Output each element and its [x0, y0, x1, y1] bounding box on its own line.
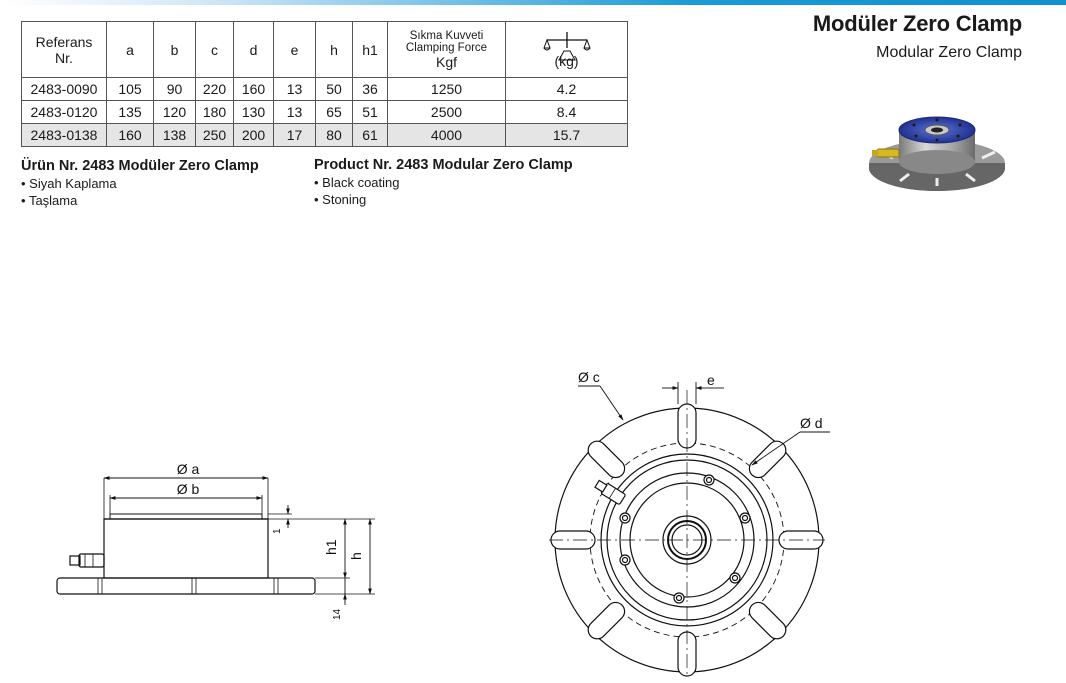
header-clamping-force: Sıkma Kuvveti Clamping Force Kgf: [387, 21, 506, 78]
cell-ref: 2483-0090: [21, 77, 107, 101]
dim-label-1: 1: [272, 528, 283, 534]
cell-weight: 4.2: [505, 77, 628, 101]
cell-d: 200: [233, 123, 274, 147]
cell-c: 250: [195, 123, 234, 147]
cell-ref: 2483-0120: [21, 100, 107, 124]
product-image: [869, 116, 1005, 191]
cell-force: 4000: [387, 123, 506, 147]
cell-h1: 51: [352, 100, 388, 124]
description-tr: Ürün Nr. 2483 Modüler Zero Clamp Siyah K…: [21, 158, 259, 209]
dim-label-14: 14: [332, 608, 343, 620]
dim-label-c: Ø c: [578, 369, 600, 385]
cell-e: 13: [273, 100, 316, 124]
header-weight: (kg): [505, 21, 628, 78]
description-tr-heading: Ürün Nr. 2483 Modüler Zero Clamp: [21, 158, 259, 174]
cell-a: 105: [106, 77, 154, 101]
description-en-list: Black coating Stoning: [314, 174, 573, 208]
cell-d: 160: [233, 77, 274, 101]
description-en: Product Nr. 2483 Modular Zero Clamp Blac…: [314, 157, 573, 208]
list-item: Black coating: [314, 174, 573, 191]
dim-label-e: e: [707, 372, 715, 388]
header-d: d: [233, 21, 274, 78]
dim-label-b: Ø b: [177, 481, 200, 497]
header-force-en: Clamping Force: [405, 41, 488, 54]
header-ref-line2: Nr.: [55, 49, 73, 66]
cell-weight: 15.7: [505, 123, 628, 147]
description-en-heading: Product Nr. 2483 Modular Zero Clamp: [314, 157, 573, 173]
page-subtitle: Modular Zero Clamp: [876, 44, 1022, 61]
dim-label-d: Ø d: [800, 415, 823, 431]
side-view-drawing: [56, 476, 375, 605]
scale-icon: [542, 32, 591, 61]
top-view-drawing: [549, 382, 830, 678]
cell-h: 65: [315, 100, 353, 124]
header-ref: Referans Nr.: [21, 21, 107, 78]
cell-b: 138: [153, 123, 196, 147]
list-item: Stoning: [314, 191, 573, 208]
cell-e: 13: [273, 77, 316, 101]
cell-force: 1250: [387, 77, 506, 101]
header-weight-unit: (kg): [554, 53, 579, 69]
cell-h: 80: [315, 123, 353, 147]
dim-label-a: Ø a: [177, 461, 200, 477]
dim-label-h: h: [348, 552, 364, 560]
cell-h: 50: [315, 77, 353, 101]
top-accent-bar: [0, 0, 1066, 5]
cell-h1: 61: [352, 123, 388, 147]
spec-table: Referans Nr. a b c d e h h1 Sıkma Kuvvet…: [21, 21, 628, 147]
cell-a: 160: [106, 123, 154, 147]
cell-e: 17: [273, 123, 316, 147]
cell-ref: 2483-0138: [21, 123, 107, 147]
description-tr-list: Siyah Kaplama Taşlama: [21, 175, 259, 209]
dim-label-h1: h1: [323, 539, 339, 555]
header-e: e: [273, 21, 316, 78]
page-title: Modüler Zero Clamp: [812, 11, 1022, 36]
header-force-tr: Sıkma Kuvveti: [409, 29, 484, 42]
header-ref-line1: Referans: [35, 33, 93, 50]
cell-a: 135: [106, 100, 154, 124]
list-item: Siyah Kaplama: [21, 175, 259, 192]
header-force-unit: Kgf: [435, 53, 457, 70]
list-item: Taşlama: [21, 192, 259, 209]
